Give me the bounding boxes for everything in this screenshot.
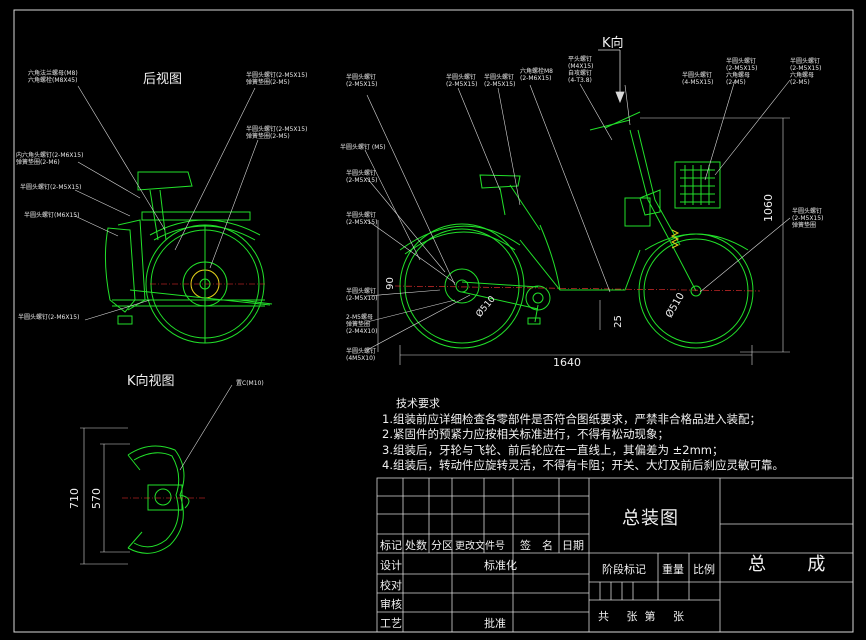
k-dimensions	[80, 384, 233, 565]
rear-label-6: 半圆头螺钉(M6X15)	[24, 212, 80, 219]
standardization-label: 标准化	[484, 559, 517, 572]
scale-label: 比例	[693, 563, 715, 576]
stage-mark-label: 阶段标记	[602, 563, 646, 576]
side-label-10: 半圆头螺钉 (2-M5X15)	[346, 170, 378, 184]
header-zone: 分区	[431, 539, 453, 552]
rear-label-3: 半圆头螺钉(2-M5X15) 弹簧垫圈(2-M5)	[246, 126, 308, 140]
dim-length: 1640	[553, 356, 581, 369]
side-label-7: 半圆头螺钉 (2-M5X15) 六角螺母 (2-M5)	[726, 58, 758, 86]
sheet-info: 共 张 第 张	[598, 610, 684, 623]
side-label-2: 半圆头螺钉 (2-M5X15)	[446, 74, 478, 88]
side-label-8: 半圆头螺钉 (2-M5X15) 六角螺母 (2-M5)	[790, 58, 822, 86]
k-arrow	[598, 49, 625, 104]
rear-label-7: 半圆头螺钉(2-M6X15)	[18, 314, 80, 321]
rear-view-drawing	[104, 171, 273, 344]
note-4: 4.组装后，转动件应旋转灵活，不得有卡阻；开关、大灯及前后刹应灵敏可靠。	[382, 458, 784, 472]
header-count: 处数	[405, 539, 427, 552]
dim-left-90: 90	[384, 277, 396, 290]
side-label-6: 半圆头螺钉 (4-M5X15)	[682, 72, 714, 86]
title-block-grid	[376, 477, 854, 633]
rear-label-5: 半圆头螺钉(2-M5X15)	[20, 184, 82, 191]
dim-k-710: 710	[68, 488, 81, 509]
side-view-drawing	[399, 111, 754, 349]
drawing-name: 总装图	[622, 508, 679, 529]
side-label-13: 2-M5螺母 弹簧垫圈 (2-M4X10)	[346, 314, 378, 335]
side-label-3: 半圆头螺钉 (2-M5X15)	[484, 74, 516, 88]
row-check: 校对	[380, 579, 402, 592]
note-1: 1.组装前应详细检查各零部件是否符合图纸要求，严禁非合格品进入装配；	[382, 411, 761, 426]
header-change-doc: 更改文件号	[455, 541, 505, 552]
weight-label: 重量	[662, 563, 684, 576]
header-sign-1: 签	[520, 539, 531, 552]
header-mark: 标记	[380, 539, 402, 552]
side-label-14: 半圆头螺钉 (4M5X10)	[346, 348, 377, 362]
dim-mid-25: 25	[612, 315, 624, 328]
side-dimensions	[377, 117, 790, 365]
side-label-1: 半圆头螺钉 (2-M5X15)	[346, 74, 378, 88]
rear-label-2: 半圆头螺钉(2-M5X15) 弹簧垫圈(2-M5)	[246, 72, 308, 86]
side-label-5: 平头螺钉 (M4X15) 自攻螺钉 (4-T3.8)	[568, 56, 594, 84]
row-design: 设计	[380, 559, 402, 572]
rear-leaders	[74, 85, 259, 321]
assembly-name: 总 成	[748, 554, 827, 575]
side-label-11: 半圆头螺钉 (2-M5X15)	[346, 212, 378, 226]
rear-label-4: 内六角头螺钉(2-M6X15) 弹簧垫圈(2-M6)	[16, 152, 84, 166]
row-process: 工艺	[380, 617, 402, 630]
side-label-4: 六角螺栓M8 (2-M6X15)	[520, 68, 553, 82]
k-view-label: 置C(M10)	[236, 380, 264, 387]
side-label-15: 半圆头螺钉 (2-M5X15) 弹簧垫圈	[792, 208, 824, 229]
k-view-drawing	[127, 445, 190, 554]
note-3: 3.组装后，牙轮与飞轮、前后轮应在一直线上，其偏差为 ±2mm；	[382, 442, 724, 457]
approve-label: 批准	[484, 617, 506, 630]
note-2: 2.紧固件的预紧力应按相关标准进行，不得有松动现象；	[382, 427, 669, 441]
header-date: 日期	[562, 539, 584, 552]
side-wheel-centerline	[394, 285, 761, 292]
dim-k-570: 570	[90, 488, 103, 509]
side-label-12: 半圆头螺钉 (2-M5X10)	[346, 288, 378, 302]
rear-label-1: 六角法兰螺母(M8) 六角螺栓(M8X45)	[28, 70, 78, 84]
side-label-9: 半圆头螺钉 (M5)	[340, 144, 386, 151]
technical-requirements: 技术要求 1.组装前应详细检查各零部件是否符合图纸要求，严禁非合格品进入装配； …	[382, 396, 852, 474]
k-view-title: K向视图	[127, 374, 175, 389]
side-leaders	[364, 79, 791, 351]
rear-view-title: 后视图	[143, 72, 183, 87]
header-sign-2: 名	[542, 539, 553, 552]
row-review: 审核	[380, 598, 402, 611]
dim-height: 1060	[762, 194, 775, 222]
k-arrow-label: K向	[602, 36, 624, 51]
notes-title: 技术要求	[396, 397, 440, 410]
